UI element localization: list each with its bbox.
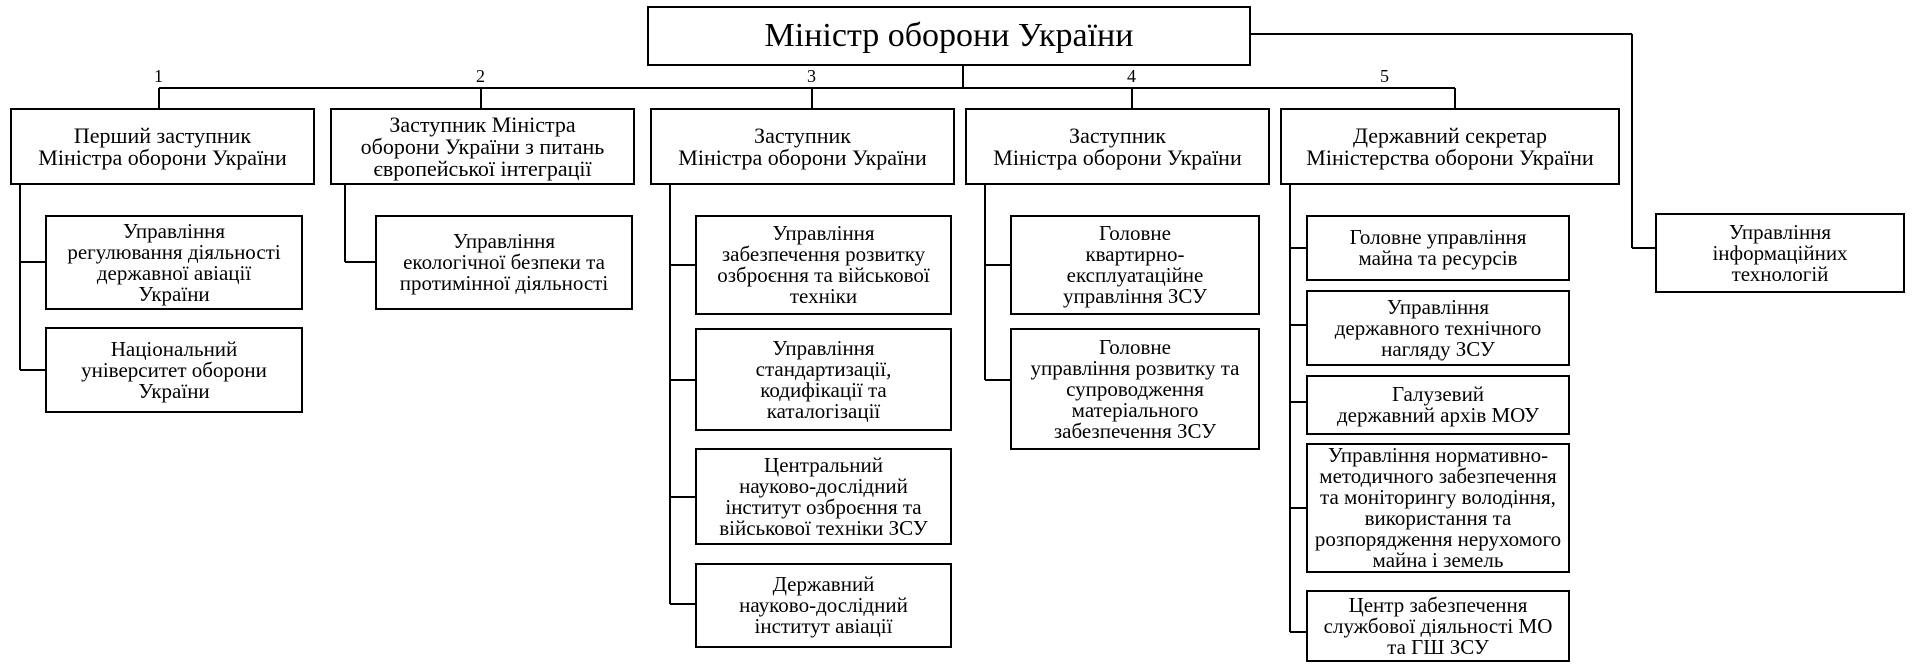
- deputy-eu-integration-box: Заступник Міністра оборони України з пит…: [330, 108, 635, 185]
- box-line: протимінної діяльності: [399, 271, 609, 295]
- box-line: службової діяльності МО: [1323, 613, 1553, 638]
- box-line: Державний секретар: [1352, 122, 1548, 148]
- unit-property-resources: Головне управління майна та ресурсів: [1306, 215, 1570, 281]
- box-line: Центральний: [764, 452, 883, 477]
- box-line: нагляду ЗСУ: [1381, 336, 1495, 361]
- box-line: супроводження: [1066, 376, 1204, 401]
- box-line: екологічної безпеки та: [403, 250, 605, 274]
- box-line: Управління: [772, 335, 875, 360]
- box-line: Управління: [122, 218, 226, 243]
- box-line: інститут авіації: [754, 614, 893, 638]
- box-line: України: [138, 281, 210, 306]
- box-line: Заступник Міністра: [389, 111, 576, 137]
- box-line: Управління: [772, 221, 875, 245]
- branch-number: 5: [1380, 66, 1389, 86]
- state-secretary-box: Державний секретар Міністерства оборони …: [1280, 108, 1620, 185]
- unit-standardization: Управління стандартизації, кодифікації т…: [695, 328, 952, 431]
- box-line: України: [138, 378, 210, 403]
- unit-central-research-institute: Центральний науково-дослідний інститут о…: [695, 448, 952, 545]
- box-line: Національний: [110, 336, 238, 361]
- unit-state-archive: Галузевий державний архів МОУ: [1306, 375, 1570, 435]
- box-line: Головне управління: [1349, 225, 1527, 249]
- box-line: Міністра оборони України: [38, 144, 287, 170]
- box-line: каталогізації: [766, 398, 881, 423]
- box-line: державної авіації: [96, 260, 252, 285]
- unit-materiel-support: Головне управління розвитку та супроводж…: [1010, 328, 1260, 450]
- box-line: Заступник: [1069, 122, 1166, 148]
- box-line: університет оборони: [81, 357, 267, 382]
- box-line: та моніторингу володіння,: [1320, 485, 1556, 509]
- box-line: Головне: [1099, 221, 1171, 245]
- box-line: Галузевий: [1391, 382, 1485, 406]
- box-line: майна і земель: [1372, 548, 1504, 572]
- box-line: військової техніки ЗСУ: [719, 515, 928, 540]
- branch-number: 1: [154, 66, 163, 86]
- box-line: європейської інтеграції: [373, 155, 592, 181]
- branch-number: 4: [1127, 66, 1136, 86]
- branch-number: 2: [476, 66, 485, 86]
- box-line: забезпечення ЗСУ: [1053, 418, 1217, 443]
- box-line: управління ЗСУ: [1062, 284, 1208, 308]
- deputy-minister-box-3: Заступник Міністра оборони України: [650, 108, 955, 185]
- box-line: розпорядження нерухомого: [1314, 527, 1562, 551]
- unit-weapons-development: Управління забезпечення розвитку озброєн…: [695, 215, 952, 315]
- box-line: матеріального: [1071, 397, 1199, 422]
- unit-information-technologies: Управління інформаційних технологій: [1655, 213, 1905, 293]
- minister-box: Міністр оборони України: [647, 6, 1251, 66]
- box-line: Заступник: [754, 122, 851, 148]
- box-line: Міністра оборони України: [678, 144, 927, 170]
- box-line: оборони України з питань: [360, 133, 605, 159]
- box-line: технологій: [1731, 261, 1829, 286]
- box-line: Управління: [1728, 219, 1832, 244]
- box-line: інформаційних: [1712, 240, 1848, 265]
- box-line: Міністра оборони України: [993, 144, 1242, 170]
- unit-real-estate-monitoring: Управління нормативно- методичного забез…: [1306, 443, 1570, 573]
- unit-defense-university: Національний університет оборони України: [45, 327, 303, 413]
- box-line: Центр забезпечення: [1348, 592, 1528, 617]
- box-line: науково-дослідний: [739, 593, 908, 617]
- box-line: стандартизації,: [755, 356, 892, 381]
- box-line: науково-дослідний: [739, 473, 908, 498]
- box-line: кодифікації та: [760, 377, 887, 402]
- box-line: техніки: [789, 284, 858, 308]
- unit-housing-maintenance: Головне квартирно- експлуатаційне управл…: [1010, 215, 1260, 315]
- box-line: Міністерства оборони України: [1306, 144, 1594, 170]
- box-line: державного технічного: [1334, 315, 1542, 340]
- box-line: Головне: [1099, 334, 1171, 359]
- box-line: управління розвитку та: [1030, 355, 1240, 380]
- unit-aviation-research-institute: Державний науково-дослідний інститут аві…: [695, 563, 952, 648]
- unit-service-support-center: Центр забезпечення службової діяльності …: [1306, 590, 1570, 662]
- branch-number: 3: [807, 66, 816, 86]
- unit-state-aviation: Управління регулювання діяльності держав…: [45, 215, 303, 310]
- box-line: майна та ресурсів: [1358, 246, 1518, 270]
- box-line: Перший заступник: [73, 122, 252, 148]
- unit-technical-supervision: Управління державного технічного нагляду…: [1306, 290, 1570, 366]
- box-line: використання та: [1364, 506, 1512, 530]
- minister-title: Міністр оборони України: [764, 17, 1134, 54]
- box-line: регулювання діяльності: [67, 239, 281, 264]
- box-line: державний архів МОУ: [1336, 403, 1540, 427]
- box-line: Державний: [772, 572, 875, 596]
- box-line: та ГШ ЗСУ: [1387, 634, 1489, 659]
- unit-ecology-demining: Управління екологічної безпеки та протим…: [375, 215, 633, 310]
- box-line: методичного забезпечення: [1319, 464, 1557, 488]
- box-line: Управління: [452, 229, 556, 253]
- box-line: Управління нормативно-: [1327, 443, 1549, 467]
- box-line: Управління: [1386, 294, 1490, 319]
- box-line: озброєння та військової: [717, 263, 930, 287]
- box-line: експлуатаційне: [1066, 263, 1204, 287]
- deputy-minister-box-4: Заступник Міністра оборони України: [965, 108, 1270, 185]
- box-line: забезпечення розвитку: [721, 242, 926, 266]
- box-line: інститут озброєння та: [725, 494, 922, 519]
- first-deputy-box: Перший заступник Міністра оборони Україн…: [10, 108, 315, 185]
- box-line: квартирно-: [1085, 242, 1185, 266]
